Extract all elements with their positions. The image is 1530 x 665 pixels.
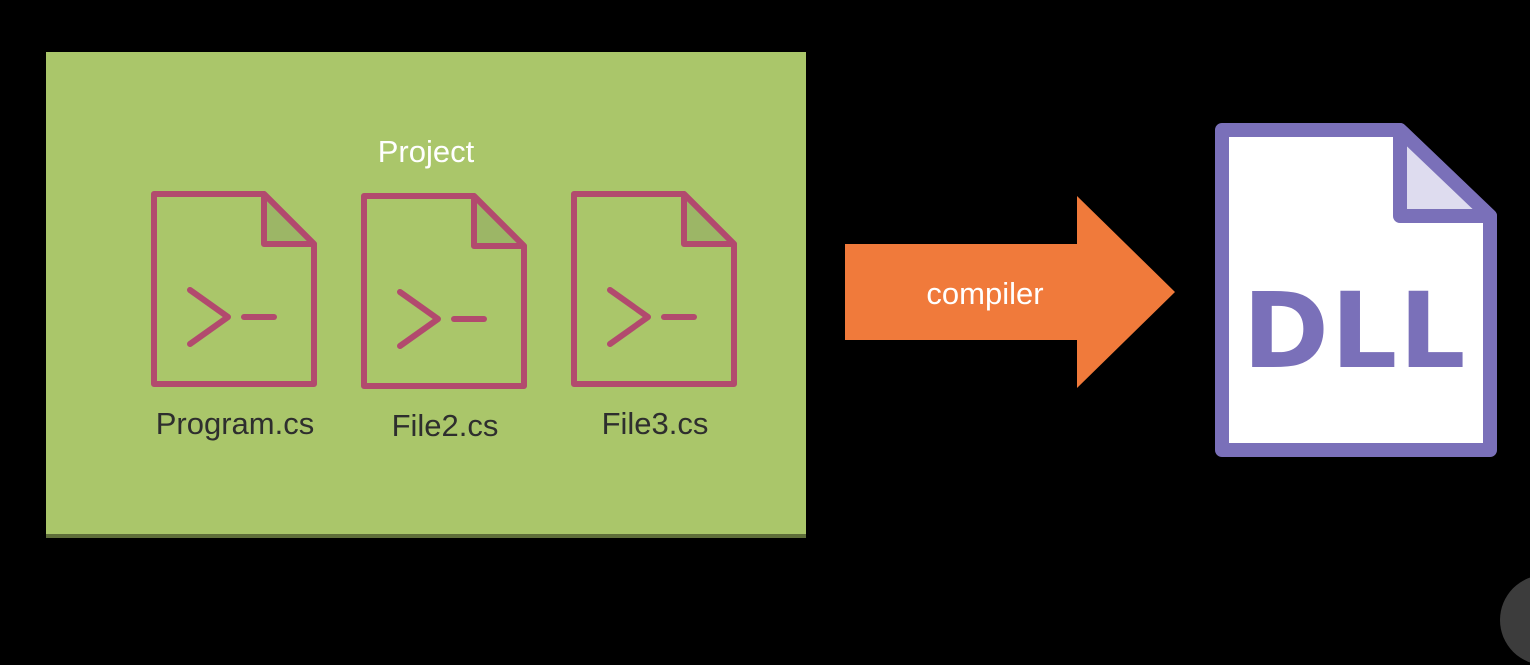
play-button[interactable] [1500, 575, 1530, 665]
dll-label: DLL [1242, 270, 1468, 392]
document-icon [1215, 123, 1497, 457]
arrow-right-icon [845, 196, 1175, 388]
project-container: Project Program.cs File2.cs File3.cs [46, 52, 806, 538]
file-label: Program.cs [155, 406, 315, 441]
file-label: File3.cs [601, 406, 709, 441]
project-title: Project [377, 134, 475, 169]
terminal-file-icon [361, 193, 527, 389]
terminal-file-icon [571, 191, 737, 387]
compiler-label: compiler [926, 276, 1044, 311]
file-label: File2.cs [391, 408, 499, 443]
terminal-file-icon [151, 191, 317, 387]
